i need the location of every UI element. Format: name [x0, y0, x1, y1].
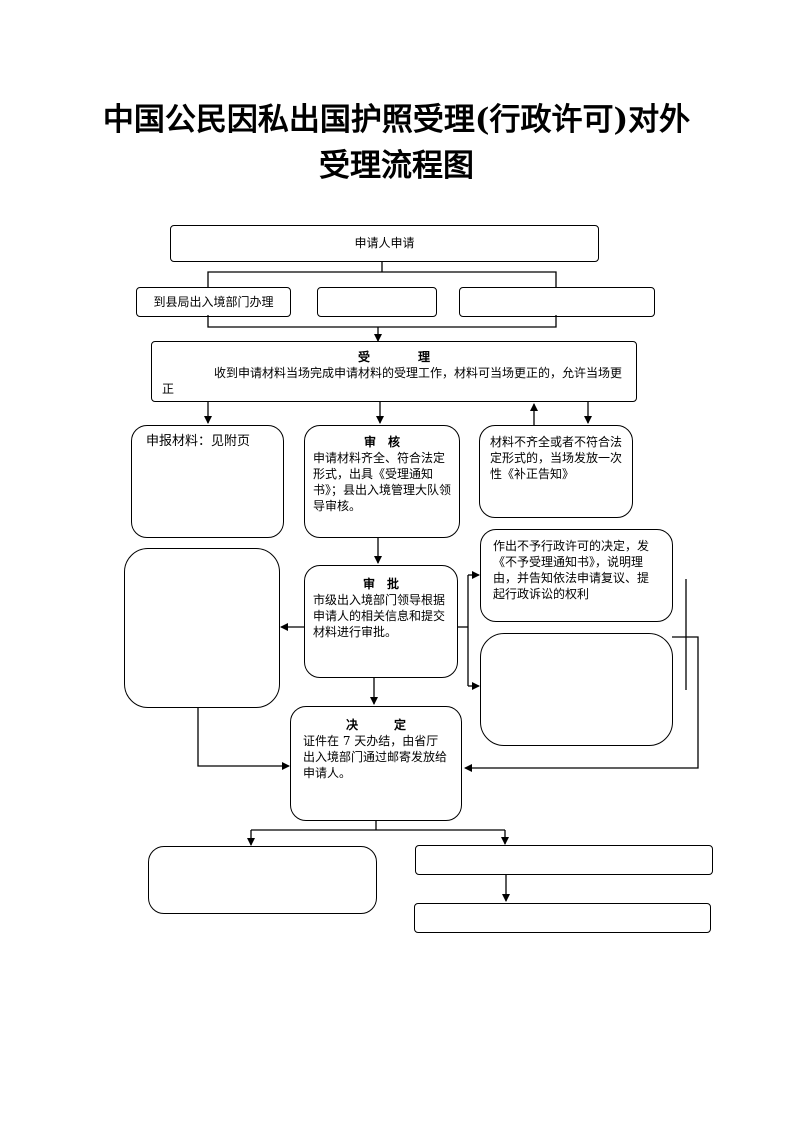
- page-title-line2: 受理流程图: [319, 148, 474, 184]
- node-review: 审 核 申请材料齐全、符合法定形式，出具《受理通知书》；县出入境管理大队领导审核…: [304, 425, 460, 538]
- node-apply: 申请人申请: [170, 225, 599, 262]
- node-accept-heading: 受 理: [357, 350, 430, 364]
- node-channel-blank-1: [317, 287, 437, 317]
- node-reject: 作出不予行政许可的决定，发《不予受理通知书》，说明理由，并告知依法申请复议、提起…: [480, 529, 673, 622]
- node-approve-body: 市级出入境部门领导根据申请人的相关信息和提交材料进行审批。: [313, 593, 446, 639]
- node-decide-body: 证件在 7 天办结，由省厅出入境部门通过邮寄发放给申请人。: [303, 734, 448, 780]
- node-decide: 决 定 证件在 7 天办结，由省厅出入境部门通过邮寄发放给申请人。: [290, 706, 462, 821]
- node-county-office-label: 到县局出入境部门办理: [153, 295, 274, 309]
- node-accept: 受 理 收到申请材料当场完成申请材料的受理工作，材料可当场更正的，允许当场更正: [151, 341, 637, 402]
- node-bottom-right-blank: [415, 845, 713, 875]
- node-bottom-last-blank: [414, 903, 711, 933]
- node-decide-heading: 决 定: [345, 718, 406, 732]
- connector-bracket-bottom: [207, 315, 557, 328]
- node-channel-blank-2: [459, 287, 655, 317]
- node-right-blank: [480, 633, 673, 746]
- node-approve: 审 批 市级出入境部门领导根据申请人的相关信息和提交材料进行审批。: [304, 565, 458, 678]
- node-left-blank: [124, 548, 280, 708]
- node-materials-label: 申报材料：见附页: [146, 434, 251, 449]
- connector-bracket-top: [207, 271, 557, 287]
- node-reject-label: 作出不予行政许可的决定，发《不予受理通知书》，说明理由，并告知依法申请复议、提起…: [493, 539, 650, 601]
- node-apply-label: 申请人申请: [354, 236, 415, 250]
- arrow-left-to-decide: [197, 708, 290, 770]
- node-accept-body: 收到申请材料当场完成申请材料的受理工作，材料可当场更正的，允许当场更正: [162, 366, 623, 396]
- node-bottom-left-blank: [148, 846, 377, 914]
- arrow-right-to-decide: [464, 636, 699, 772]
- node-approve-heading: 审 批: [362, 577, 399, 591]
- node-materials: 申报材料：见附页: [131, 425, 284, 538]
- node-review-heading: 审 核: [363, 435, 400, 449]
- node-incomplete-label: 材料不齐全或者不符合法定形式的，当场发放一次性《补正告知》: [490, 435, 623, 481]
- page-title-line1: 中国公民因私出国护照受理(行政许可)对外: [102, 102, 691, 138]
- node-review-body: 申请材料齐全、符合法定形式，出具《受理通知书》；县出入境管理大队领导审核。: [313, 451, 452, 513]
- node-county-office: 到县局出入境部门办理: [136, 287, 291, 317]
- node-incomplete: 材料不齐全或者不符合法定形式的，当场发放一次性《补正告知》: [479, 425, 633, 518]
